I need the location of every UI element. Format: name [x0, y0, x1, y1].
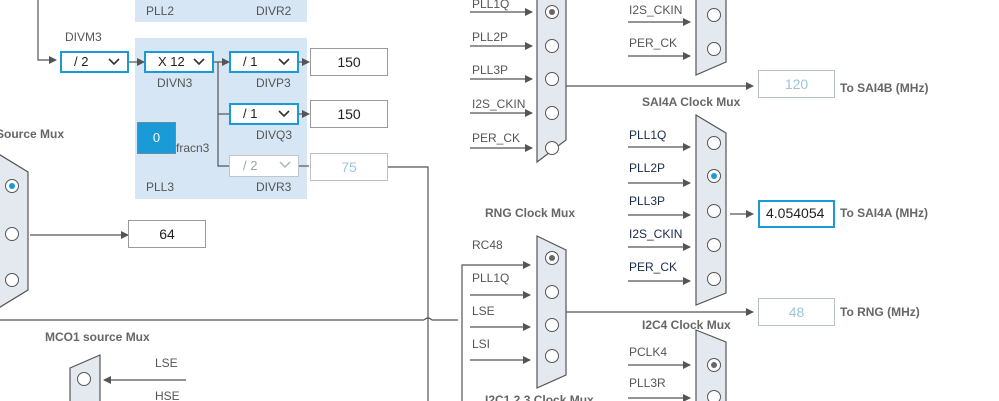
pll3-q-output: 150 [310, 100, 388, 128]
i2c4-radio-pclk4[interactable] [707, 358, 721, 372]
rng-mux-title: RNG Clock Mux [485, 206, 576, 220]
sai4a-input-pll3p: PLL3P [629, 194, 666, 208]
i2c4-input-pclk4: PCLK4 [629, 345, 668, 359]
i2c4-input-pll3r: PLL3R [629, 376, 666, 390]
i2c123-mux-title: I2C1,2,3 Clock Mux [485, 393, 594, 401]
chevron-down-icon [193, 58, 205, 66]
sai4a-radio-per-ck[interactable] [707, 272, 721, 286]
mco1-input-hse: HSE [155, 389, 180, 401]
divm3-value: / 2 [74, 54, 89, 69]
divn3-select[interactable]: X 12 [144, 51, 214, 73]
sai4b-output-value: 120 [758, 70, 835, 98]
sai4b-radio-i2s-ckin[interactable] [545, 106, 559, 120]
pll2-panel [135, 0, 307, 22]
sai4b-radio-per-ck[interactable] [545, 141, 559, 155]
chevron-down-icon [278, 110, 290, 118]
sai4b-input-pll3p: PLL3P [472, 63, 509, 77]
divr3-value: / 2 [243, 158, 258, 173]
sai4a-input-per-ck: PER_CK [629, 260, 678, 274]
source-mux-title: Source Mux [0, 127, 65, 141]
sai4b-input-i2s-ckin: I2S_CKIN [472, 97, 526, 111]
divp3-label: DIVP3 [256, 76, 291, 90]
divr3-select[interactable]: / 2 [229, 155, 299, 177]
rng-input-pll1q: PLL1Q [472, 271, 510, 285]
rng-radio-rc48[interactable] [545, 251, 559, 265]
rng-radio-lse[interactable] [545, 318, 559, 332]
sai4b-radio-pll2p[interactable] [545, 39, 559, 53]
pll2-label: PLL2 [146, 4, 175, 18]
divp3-select[interactable]: / 1 [229, 51, 299, 73]
divq3-label: DIVQ3 [256, 128, 293, 142]
rng-radio-pll1q[interactable] [545, 285, 559, 299]
divn3-label: DIVN3 [157, 76, 193, 90]
left-mux-output: 64 [128, 220, 206, 248]
rng-mux-body [536, 235, 567, 389]
fracn3-label: fracn3 [176, 141, 210, 155]
sai4a-radio-pll3p[interactable] [707, 204, 721, 218]
sai4a-output-label: To SAI4A (MHz) [840, 206, 928, 220]
sai4a-mux-title: SAI4A Clock Mux [642, 95, 741, 109]
sai4a-radio-pll1q[interactable] [707, 136, 721, 150]
divr2-label: DIVR2 [256, 4, 292, 18]
divm3-select[interactable]: / 2 [60, 51, 129, 73]
sai4a-input-i2s-ckin: I2S_CKIN [629, 227, 683, 241]
fracn3-input[interactable]: 0 [137, 122, 176, 154]
sai4a-input-pll1q: PLL1Q [629, 128, 667, 142]
rng-radio-lsi[interactable] [545, 349, 559, 363]
sai4b-radio-pll1q[interactable] [545, 5, 559, 19]
chevron-down-icon [108, 58, 120, 66]
divm3-label: DIVM3 [65, 30, 102, 44]
sai4b-input-per-ck: PER_CK [472, 131, 521, 145]
mco1-radio-1[interactable] [77, 372, 91, 386]
left-mux-radio-1[interactable] [5, 179, 19, 193]
pll3-p-output: 150 [310, 48, 388, 76]
top-right-radio-2[interactable] [707, 42, 721, 56]
top-right-input-per-ck: PER_CK [629, 36, 678, 50]
sai4a-radio-pll2p[interactable] [707, 169, 721, 183]
sai4a-output-value: 4.054054 [758, 200, 835, 228]
pll3-r-output: 75 [310, 153, 388, 181]
mco1-mux-title: MCO1 source Mux [45, 330, 150, 344]
rng-output-value: 48 [758, 298, 835, 326]
divp3-value: / 1 [243, 54, 258, 69]
chevron-down-icon [279, 161, 291, 169]
sai4a-input-pll2p: PLL2P [629, 161, 666, 175]
i2c4-radio-pll3r[interactable] [707, 390, 721, 401]
sai4b-radio-pll3p[interactable] [545, 72, 559, 86]
divn3-value: X 12 [158, 54, 185, 69]
rng-input-lsi: LSI [472, 337, 491, 351]
rng-input-rc48: RC48 [472, 238, 503, 252]
sai4b-input-pll1q: PLL1Q [472, 0, 510, 11]
left-mux-radio-3[interactable] [5, 273, 19, 287]
chevron-down-icon [278, 58, 290, 66]
mco1-input-lse: LSE [155, 356, 178, 370]
rng-input-lse: LSE [472, 304, 495, 318]
left-mux-radio-2[interactable] [5, 227, 19, 241]
divq3-value: / 1 [243, 106, 258, 121]
i2c4-mux-title: I2C4 Clock Mux [642, 318, 731, 332]
rng-output-label: To RNG (MHz) [840, 305, 920, 319]
top-right-input-i2s-ckin: I2S_CKIN [629, 3, 683, 17]
sai4a-radio-i2s-ckin[interactable] [707, 238, 721, 252]
sai4b-input-pll2p: PLL2P [472, 30, 509, 44]
pll3-label: PLL3 [146, 180, 175, 194]
sai4b-output-label: To SAI4B (MHz) [840, 81, 929, 95]
top-right-radio-1[interactable] [707, 8, 721, 22]
divr3-label: DIVR3 [256, 180, 292, 194]
divq3-select[interactable]: / 1 [229, 103, 299, 125]
